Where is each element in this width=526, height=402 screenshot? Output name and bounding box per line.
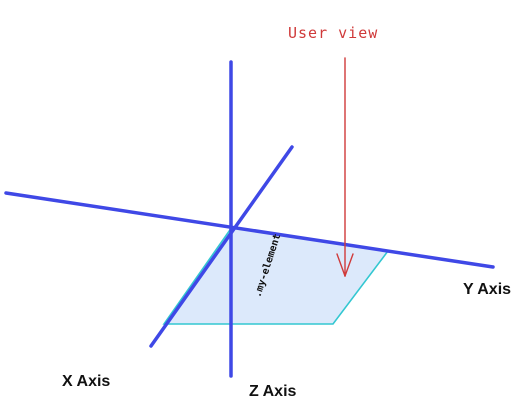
x-axis-line bbox=[149, 145, 294, 348]
user-view-label: User view bbox=[288, 24, 378, 42]
z-axis-label: Z Axis bbox=[249, 383, 297, 400]
user-view-arrow bbox=[336, 57, 354, 277]
y-axis-label: Y Axis bbox=[463, 281, 511, 298]
y-axis-line bbox=[4, 191, 495, 269]
x-axis-label: X Axis bbox=[62, 373, 110, 390]
